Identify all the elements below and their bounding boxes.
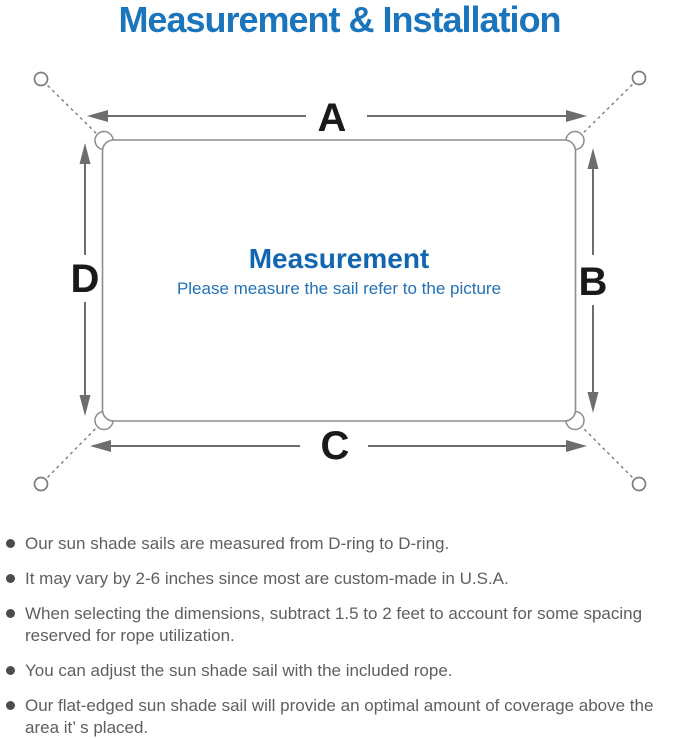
note-item: Our sun shade sails are measured from D-… — [6, 533, 675, 555]
note-text: Our sun shade sails are measured from D-… — [25, 534, 450, 553]
arrow-down-icon — [587, 392, 599, 413]
anchor-ring-top-left-icon — [33, 71, 49, 87]
anchor-ring-top-right-icon — [631, 70, 647, 86]
bullet-dot-icon — [6, 666, 15, 675]
arrow-up-icon — [587, 148, 599, 169]
note-text: Our flat-edged sun shade sail will provi… — [25, 696, 654, 737]
anchor-ring-bottom-right-icon — [631, 476, 647, 492]
bullet-dot-icon — [6, 539, 15, 548]
measure-label-b: B — [579, 260, 608, 304]
bullet-dot-icon — [6, 609, 15, 618]
bullet-dot-icon — [6, 701, 15, 710]
arrow-left-icon — [87, 110, 108, 122]
page-title: Measurement & Installation — [118, 0, 561, 40]
note-item: Our flat-edged sun shade sail will provi… — [6, 695, 675, 739]
anchor-line-bottom-left — [42, 421, 103, 483]
sail-outline — [101, 139, 577, 422]
arrow-right-icon — [566, 440, 587, 452]
anchor-line-top-right — [576, 79, 638, 140]
notes-list: Our sun shade sails are measured from D-… — [0, 533, 679, 739]
note-text: You can adjust the sun shade sail with t… — [25, 661, 453, 680]
note-text: It may vary by 2-6 inches since most are… — [25, 569, 509, 588]
anchor-line-top-left — [42, 80, 103, 140]
diagram-center-subtitle: Please measure the sail refer to the pic… — [177, 279, 501, 298]
anchor-line-bottom-right — [576, 421, 638, 483]
arrow-left-icon — [90, 440, 111, 452]
sail-measurement-diagram: A C D B Measurement Please meas — [33, 70, 647, 492]
measure-a: A — [87, 96, 587, 140]
note-item: You can adjust the sun shade sail with t… — [6, 660, 675, 682]
note-item: It may vary by 2-6 inches since most are… — [6, 568, 675, 590]
measure-d: D — [71, 143, 100, 416]
arrow-right-icon — [566, 110, 587, 122]
arrow-down-icon — [79, 395, 91, 416]
anchor-ring-bottom-left-icon — [33, 476, 49, 492]
anchor-lines — [42, 79, 638, 483]
measure-b: B — [579, 148, 608, 413]
measure-c: C — [90, 424, 587, 468]
arrow-up-icon — [79, 143, 91, 164]
note-text: When selecting the dimensions, subtract … — [25, 604, 643, 645]
diagram-center-title: Measurement — [249, 243, 430, 274]
bullet-dot-icon — [6, 574, 15, 583]
measure-label-d: D — [71, 257, 100, 301]
measure-label-a: A — [318, 96, 347, 140]
measure-label-c: C — [321, 424, 350, 468]
note-item: When selecting the dimensions, subtract … — [6, 603, 675, 647]
